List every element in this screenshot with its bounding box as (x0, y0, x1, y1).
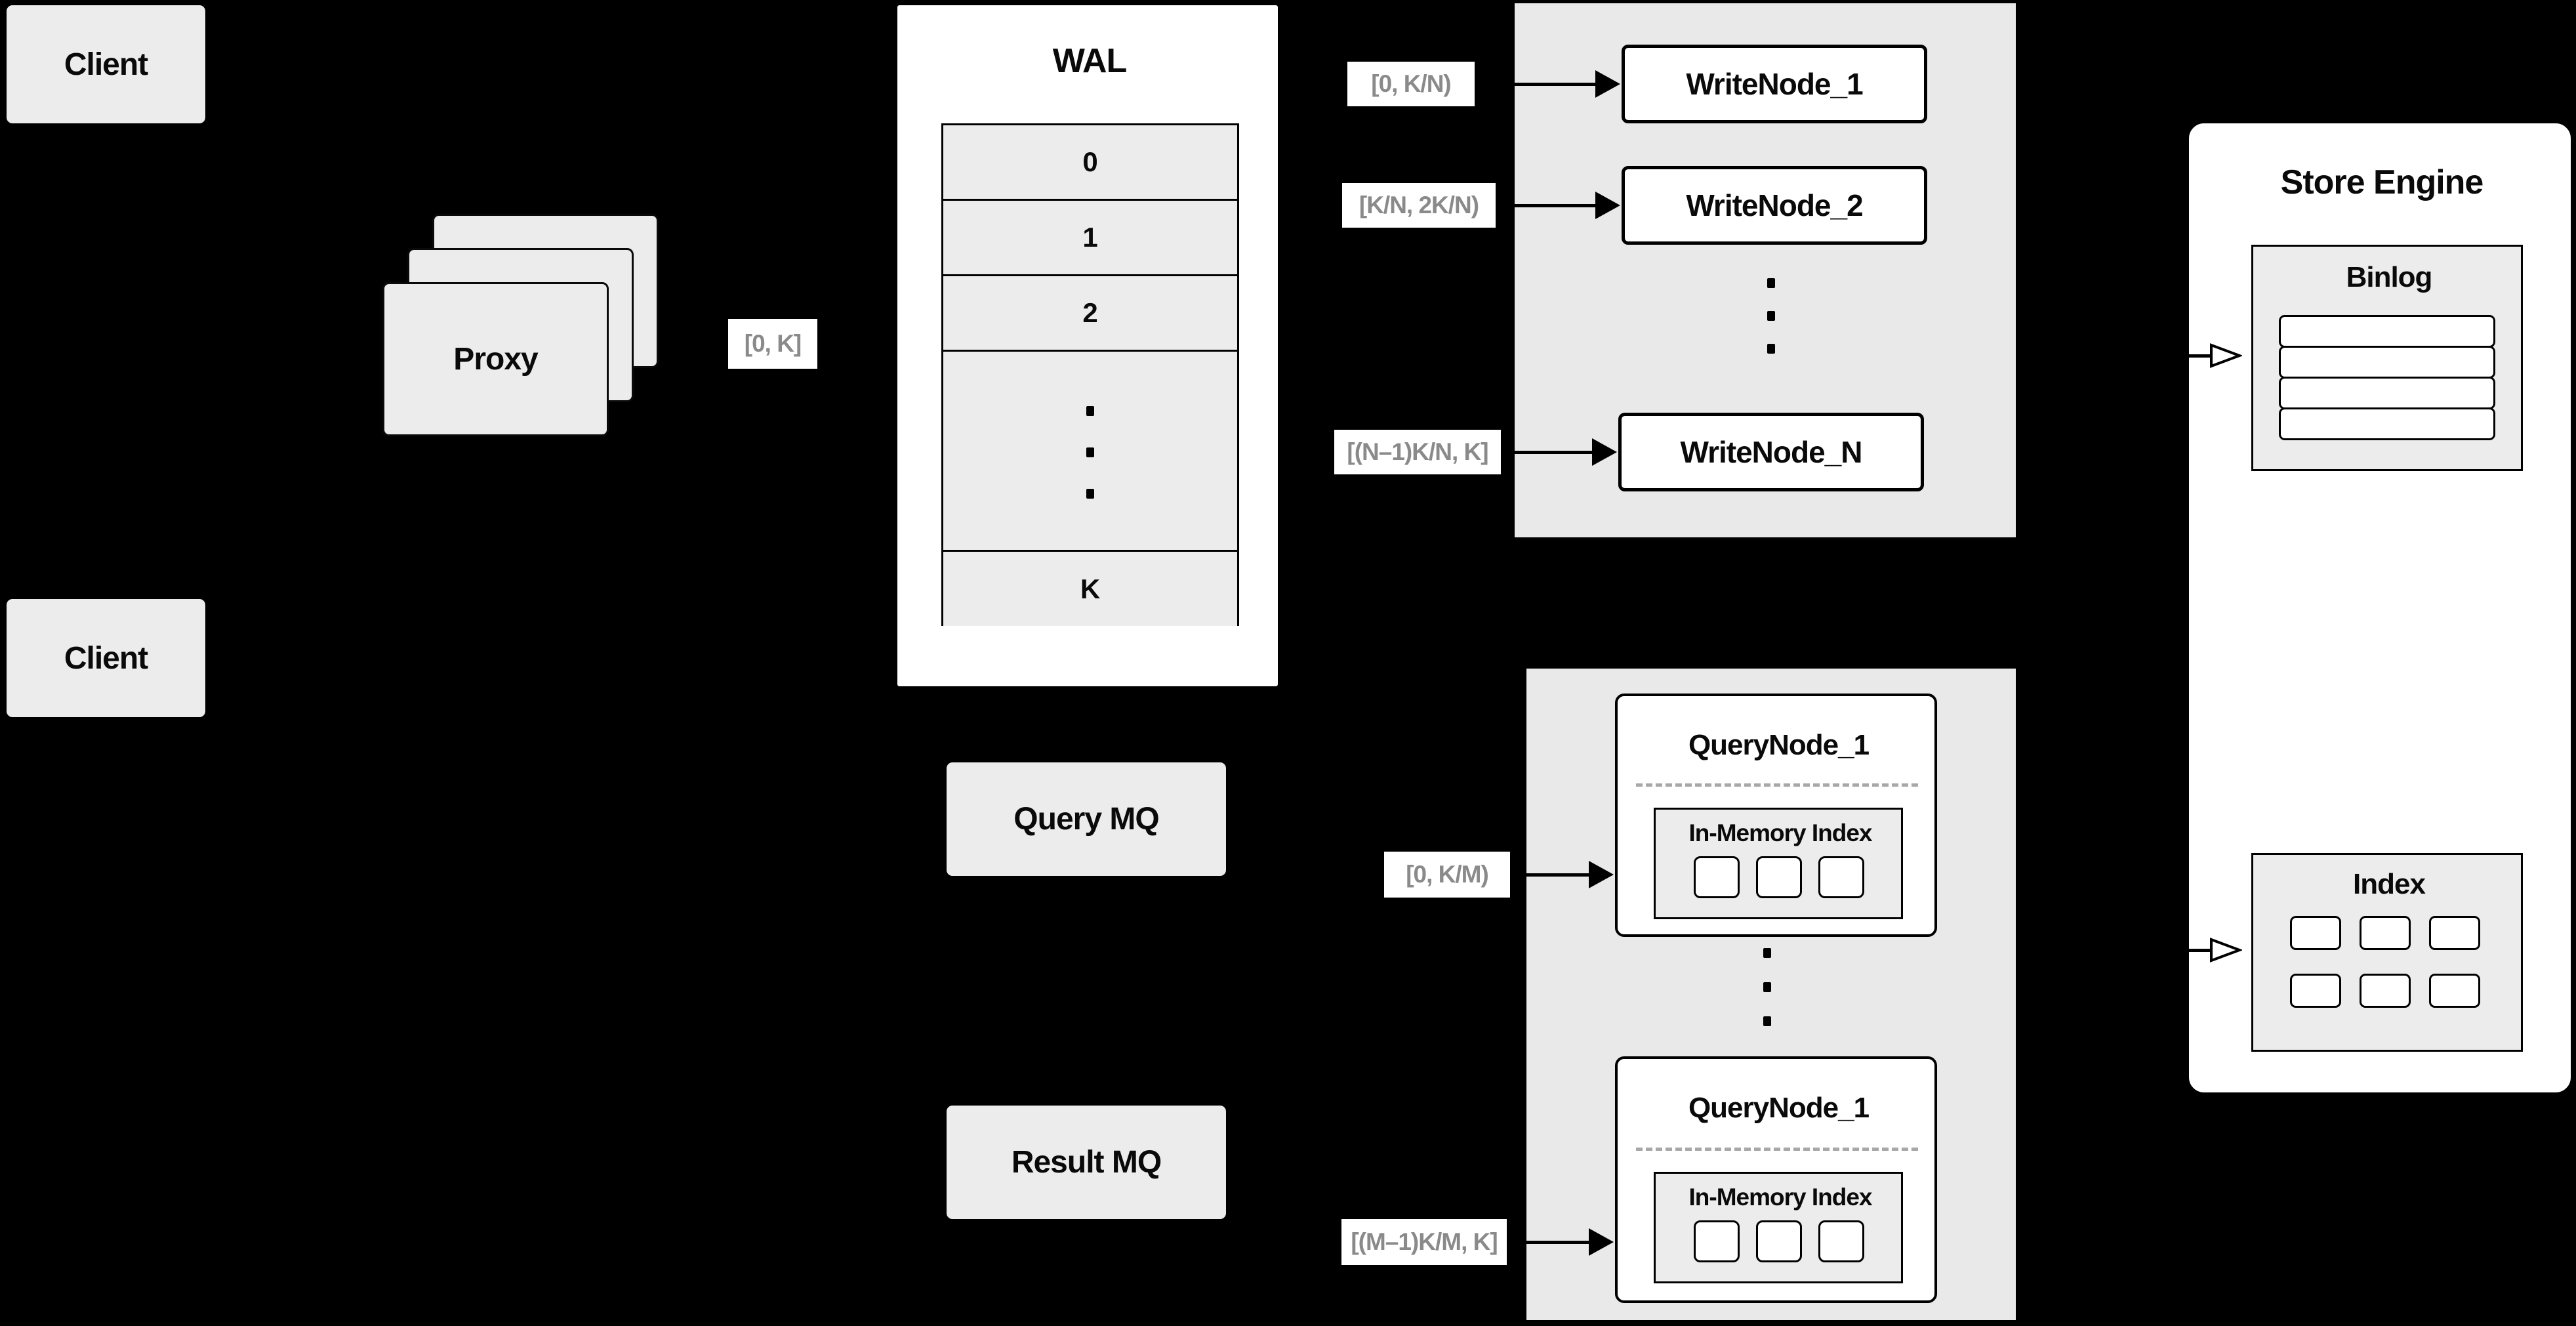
range-label-querynode-1: [0, K/M) (1384, 852, 1510, 898)
proxy-label: Proxy (453, 342, 538, 377)
range-label-writenode-2: [K/N, 2K/N) (1342, 183, 1496, 228)
dashed-separator (1636, 1148, 1918, 1151)
arrowhead-to-writenode-n-icon (1592, 438, 1617, 466)
binlog-segment (2279, 407, 2495, 440)
range-label-proxy-out: [0, K] (728, 319, 817, 369)
in-memory-index-top-box: In-Memory Index (1654, 808, 1903, 919)
wal-row-ellipsis (943, 352, 1237, 552)
index-segment (2429, 974, 2480, 1008)
querynode-top-title: QueryNode_1 (1688, 729, 1870, 761)
index-segment (2360, 974, 2411, 1008)
client-bottom-label: Client (64, 640, 148, 676)
client-top-label: Client (64, 47, 148, 82)
writenode-1-box: WriteNode_1 (1622, 45, 1927, 123)
writenode-n-box: WriteNode_N (1618, 413, 1924, 491)
proxy-box-front: Proxy (382, 282, 609, 436)
in-memory-index-top-title: In-Memory Index (1688, 819, 1873, 846)
ellipsis-dot (1767, 311, 1775, 321)
writenode-2-box: WriteNode_2 (1622, 166, 1927, 245)
ellipsis-dot (1086, 406, 1094, 416)
arrow-line-to-binlog (2125, 354, 2212, 358)
arrow-line-to-writenode-n (1505, 451, 1593, 454)
arrow-line-to-querynode-1 (1513, 873, 1590, 877)
in-memory-index-bottom-box: In-Memory Index (1654, 1172, 1903, 1283)
binlog-segment (2279, 377, 2495, 409)
wal-row-2: 2 (943, 276, 1237, 352)
arrowhead-to-querynode-1-icon (1589, 861, 1614, 888)
arrow-line-to-writenode-1 (1479, 83, 1597, 86)
wal-log-table: 0 1 2 K (941, 123, 1239, 626)
wal-box: WAL 0 1 2 K (895, 3, 1280, 688)
memory-segment (1818, 1220, 1864, 1262)
ellipsis-dot (1086, 447, 1094, 457)
result-mq-label: Result MQ (1011, 1145, 1162, 1180)
range-label-writenode-1: [0, K/N) (1347, 62, 1475, 106)
store-engine-box: Store Engine Binlog Index (2187, 121, 2573, 1094)
arrow-line-to-writenode-2 (1500, 204, 1597, 207)
memory-segment (1694, 1220, 1740, 1262)
ellipsis-dot (1763, 948, 1771, 958)
index-title: Index (2353, 868, 2426, 900)
wal-row-1: 1 (943, 201, 1237, 276)
in-memory-index-bottom-title: In-Memory Index (1688, 1183, 1873, 1211)
client-bottom-box: Client (7, 599, 205, 717)
ellipsis-dot (1763, 982, 1771, 992)
arrow-line-to-index (2125, 949, 2212, 952)
binlog-segment (2279, 315, 2495, 348)
dashed-separator (1636, 783, 1918, 787)
index-segment (2429, 916, 2480, 950)
query-mq-label: Query MQ (1013, 802, 1159, 837)
ellipsis-dot (1086, 489, 1094, 499)
index-segment (2290, 974, 2341, 1008)
memory-segment (1818, 856, 1864, 898)
memory-segment (1756, 856, 1802, 898)
ellipsis-dot (1767, 278, 1775, 288)
querynode-bottom-box: QueryNode_1 In-Memory Index (1615, 1056, 1937, 1303)
wal-title: WAL (1052, 42, 1128, 80)
querynode-bottom-title: QueryNode_1 (1688, 1092, 1870, 1124)
arrowhead-to-writenode-2-icon (1595, 192, 1620, 219)
arrowhead-to-writenode-1-icon (1595, 70, 1620, 98)
binlog-title: Binlog (2346, 261, 2433, 293)
ellipsis-dot (1767, 344, 1775, 354)
memory-segment (1694, 856, 1740, 898)
index-segment (2290, 916, 2341, 950)
memory-segment (1756, 1220, 1802, 1262)
binlog-segment (2279, 346, 2495, 379)
query-mq-box: Query MQ (947, 762, 1226, 876)
wal-row-k: K (943, 552, 1237, 626)
arrow-line-to-querynode-m (1509, 1241, 1590, 1244)
range-label-querynode-m: [(M–1)K/M, K] (1341, 1219, 1507, 1265)
open-arrowhead-to-index-icon (2210, 938, 2242, 963)
querynode-top-box: QueryNode_1 In-Memory Index (1615, 694, 1937, 937)
range-label-writenode-n: [(N–1)K/N, K] (1334, 430, 1501, 474)
index-segment (2360, 916, 2411, 950)
index-box: Index (2251, 853, 2523, 1052)
open-arrowhead-to-binlog-icon (2210, 343, 2242, 368)
wal-row-0: 0 (943, 125, 1237, 201)
store-engine-title: Store Engine (2280, 163, 2484, 201)
result-mq-box: Result MQ (947, 1106, 1226, 1219)
binlog-box: Binlog (2251, 245, 2523, 471)
client-top-box: Client (7, 5, 205, 123)
ellipsis-dot (1763, 1016, 1771, 1026)
arrowhead-to-querynode-m-icon (1589, 1228, 1614, 1256)
